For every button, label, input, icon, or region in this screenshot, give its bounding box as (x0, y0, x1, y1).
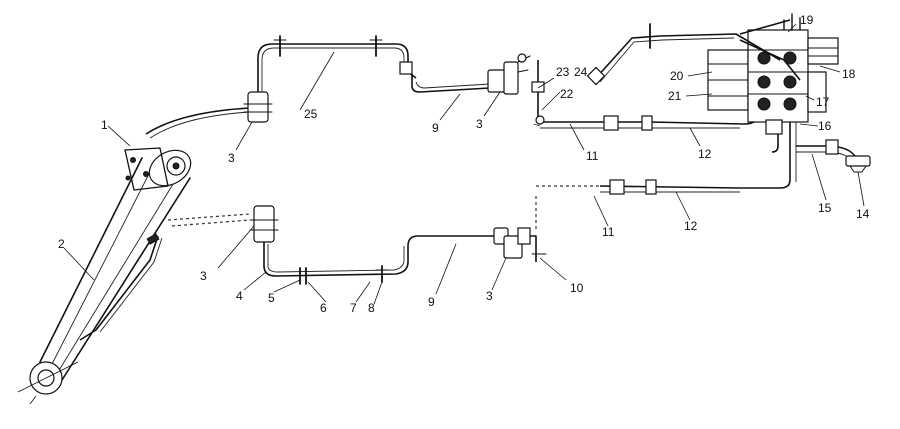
upper-hose-line (145, 35, 531, 139)
fitting-upper-left (247, 91, 269, 123)
callout-9-lower: 9 (428, 295, 435, 309)
callout-15: 15 (818, 201, 832, 215)
callout-25: 25 (304, 107, 318, 121)
callout-1: 1 (101, 118, 108, 132)
callout-8: 8 (368, 301, 375, 315)
callout-22: 22 (560, 87, 574, 101)
callout-3-lower-left: 3 (200, 269, 207, 283)
callout-14: 14 (856, 207, 870, 221)
hydraulic-cylinder (17, 147, 192, 405)
lower-hose-line (167, 205, 547, 285)
callout-12-upper: 12 (698, 147, 712, 161)
callout-3-upper-left: 3 (228, 151, 235, 165)
callout-4: 4 (236, 289, 243, 303)
callout-19: 19 (800, 13, 814, 27)
callout-9-upper: 9 (432, 121, 439, 135)
distributor-block (586, 13, 839, 189)
callout-12-lower: 12 (684, 219, 698, 233)
fitting-lower-left (253, 205, 275, 243)
fitting-upper-right (487, 53, 531, 95)
callout-3-lower-right: 3 (486, 289, 493, 303)
callout-18: 18 (842, 67, 856, 81)
leader-lines (63, 23, 865, 305)
callout-10: 10 (570, 281, 584, 295)
callout-11-upper: 11 (586, 149, 599, 163)
callout-21: 21 (668, 89, 682, 103)
callout-20: 20 (670, 69, 684, 83)
callout-7: 7 (350, 301, 357, 315)
callout-16: 16 (818, 119, 832, 133)
callout-3-upper-right: 3 (476, 117, 483, 131)
callout-6: 6 (320, 301, 327, 315)
fitting-lower-right (493, 227, 547, 262)
callout-5: 5 (268, 291, 275, 305)
callout-labels: 1 2 3 3 3 3 4 5 6 7 8 9 9 10 11 11 12 12… (58, 13, 870, 315)
callout-23: 23 (556, 65, 570, 79)
callout-11-lower: 11 (602, 225, 615, 239)
callout-24: 24 (574, 65, 588, 79)
callout-17: 17 (816, 95, 830, 109)
middle-lower-pipes (535, 179, 741, 232)
outlet-line-14 (796, 139, 871, 173)
callout-2: 2 (58, 237, 65, 251)
